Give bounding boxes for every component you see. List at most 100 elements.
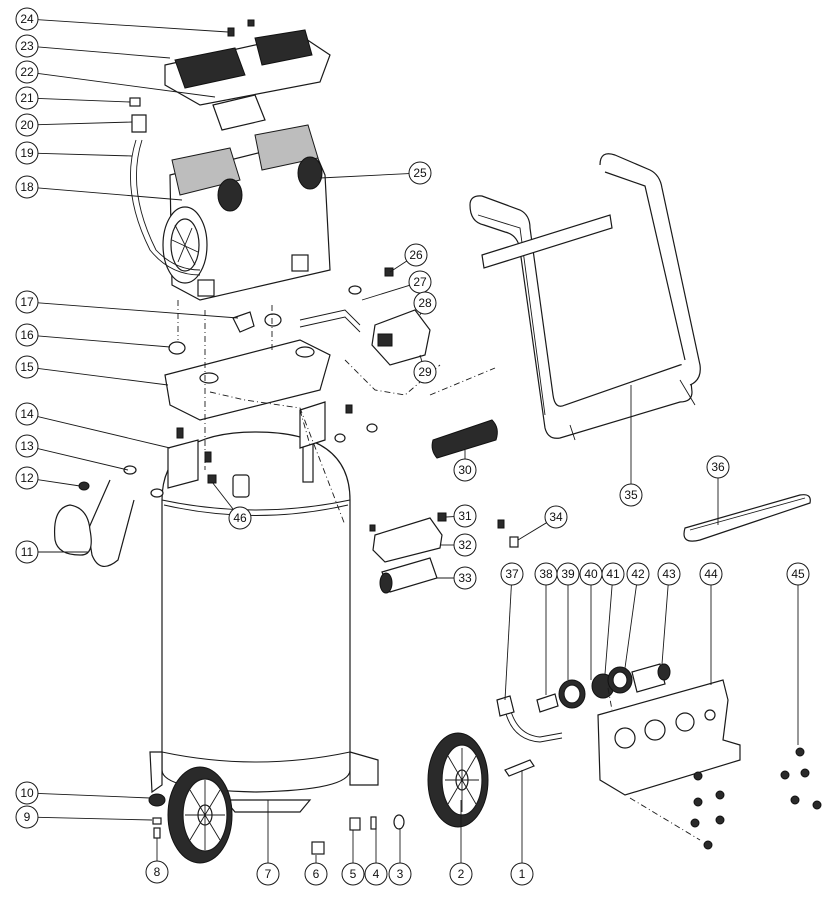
callout-42: 42 <box>627 563 649 585</box>
callout-23: 23 <box>16 35 38 57</box>
callout-35: 35 <box>620 484 642 506</box>
callout-45: 45 <box>787 563 809 585</box>
callout-number: 27 <box>413 275 427 289</box>
leader-line-15 <box>38 368 168 385</box>
hose-holder-handle <box>55 480 134 566</box>
leader-line-26 <box>390 261 407 272</box>
callout-32: 32 <box>454 534 476 556</box>
leader-line-25 <box>320 174 409 178</box>
callout-number: 12 <box>20 471 34 485</box>
leader-line-23 <box>38 47 170 58</box>
callout-number: 17 <box>20 295 34 309</box>
callout-number: 5 <box>350 867 357 881</box>
wheel-left <box>168 767 232 863</box>
callout-7: 7 <box>257 863 279 885</box>
callout-15: 15 <box>16 356 38 378</box>
callout-33: 33 <box>454 567 476 589</box>
leader-line-18 <box>38 188 182 200</box>
leader-line-43 <box>662 585 668 664</box>
callout-number: 29 <box>418 365 432 379</box>
leader-line-19 <box>38 153 132 156</box>
handle-frame <box>470 154 700 440</box>
capacitor <box>380 558 437 593</box>
wheel-right <box>428 733 488 827</box>
callout-27: 27 <box>409 271 431 293</box>
callout-number: 2 <box>458 867 465 881</box>
callout-number: 37 <box>505 567 519 581</box>
callout-28: 28 <box>414 292 436 314</box>
callout-13: 13 <box>16 435 38 457</box>
callout-number: 19 <box>20 146 34 160</box>
callout-number: 26 <box>409 248 423 262</box>
callout-number: 7 <box>265 867 272 881</box>
callout-12: 12 <box>16 467 38 489</box>
leader-line-37 <box>505 585 511 700</box>
callout-20: 20 <box>16 114 38 136</box>
rubber-foot-assembly <box>149 794 165 838</box>
callout-number: 18 <box>20 180 34 194</box>
callout-number: 20 <box>20 118 34 132</box>
callout-number: 40 <box>584 567 598 581</box>
callout-41: 41 <box>602 563 624 585</box>
leader-line-34 <box>518 523 547 540</box>
callout-30: 30 <box>454 459 476 481</box>
leader-line-20 <box>38 122 132 125</box>
callout-40: 40 <box>580 563 602 585</box>
callout-number: 45 <box>791 567 805 581</box>
callout-number: 42 <box>631 567 645 581</box>
callout-number: 1 <box>519 867 526 881</box>
leader-line-10 <box>38 793 150 798</box>
callout-37: 37 <box>501 563 523 585</box>
callout-24: 24 <box>16 8 38 30</box>
callout-9: 9 <box>16 806 38 828</box>
air-tank <box>150 432 378 812</box>
callout-29: 29 <box>414 361 436 383</box>
callout-43: 43 <box>658 563 680 585</box>
callout-36: 36 <box>707 456 729 478</box>
callout-11: 11 <box>16 541 38 563</box>
callout-38: 38 <box>535 563 557 585</box>
callout-17: 17 <box>16 291 38 313</box>
leader-line-16 <box>38 336 170 347</box>
leader-line-21 <box>38 98 130 102</box>
callout-number: 3 <box>397 867 404 881</box>
callout-number: 35 <box>624 488 638 502</box>
vibration-pads <box>169 312 281 354</box>
callout-number: 6 <box>313 867 320 881</box>
callout-number: 36 <box>711 460 725 474</box>
callout-1: 1 <box>511 863 533 885</box>
callout-number: 46 <box>233 511 247 525</box>
leader-line-41 <box>605 585 612 674</box>
callout-number: 34 <box>549 510 563 524</box>
capacitor-screw <box>438 513 446 521</box>
callout-34: 34 <box>545 506 567 528</box>
callout-4: 4 <box>365 863 387 885</box>
callout-number: 22 <box>20 65 34 79</box>
capacitor-cover <box>373 518 442 562</box>
air-hose <box>684 495 810 541</box>
callout-number: 21 <box>20 91 34 105</box>
callout-5: 5 <box>342 863 364 885</box>
callout-44: 44 <box>700 563 722 585</box>
leader-line-42 <box>625 585 636 668</box>
callout-number: 39 <box>561 567 575 581</box>
callout-number: 28 <box>418 296 432 310</box>
callout-number: 15 <box>20 360 34 374</box>
callout-number: 30 <box>458 463 472 477</box>
leader-line-13 <box>38 449 128 470</box>
callout-number: 14 <box>20 407 34 421</box>
callout-number: 32 <box>458 538 472 552</box>
callout-26: 26 <box>405 244 427 266</box>
leader-line-27 <box>362 285 409 300</box>
callout-number: 24 <box>20 12 34 26</box>
manifold-assembly <box>497 664 740 840</box>
callout-18: 18 <box>16 176 38 198</box>
callout-3: 3 <box>389 863 411 885</box>
callout-2: 2 <box>450 863 472 885</box>
callout-31: 31 <box>454 505 476 527</box>
leader-line-24 <box>38 20 228 32</box>
callout-number: 33 <box>458 571 472 585</box>
callout-number: 10 <box>20 786 34 800</box>
